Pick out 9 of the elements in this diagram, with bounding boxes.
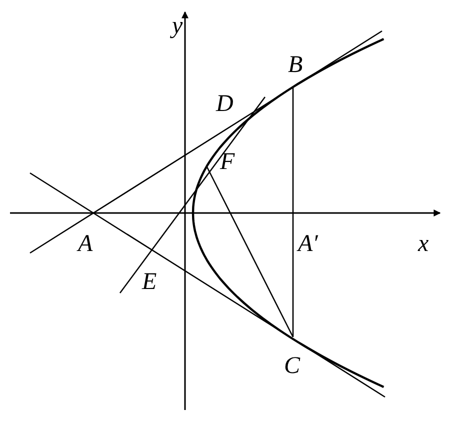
axis-label: y <box>172 14 183 38</box>
point-label: D <box>216 92 234 116</box>
point-label: F <box>220 150 235 174</box>
axis-label: x <box>418 232 429 256</box>
point-label: A <box>78 232 93 256</box>
point-label: A′ <box>298 232 318 256</box>
point-label: E <box>142 270 157 294</box>
point-label: B <box>288 53 303 77</box>
point-label: C <box>284 354 300 378</box>
